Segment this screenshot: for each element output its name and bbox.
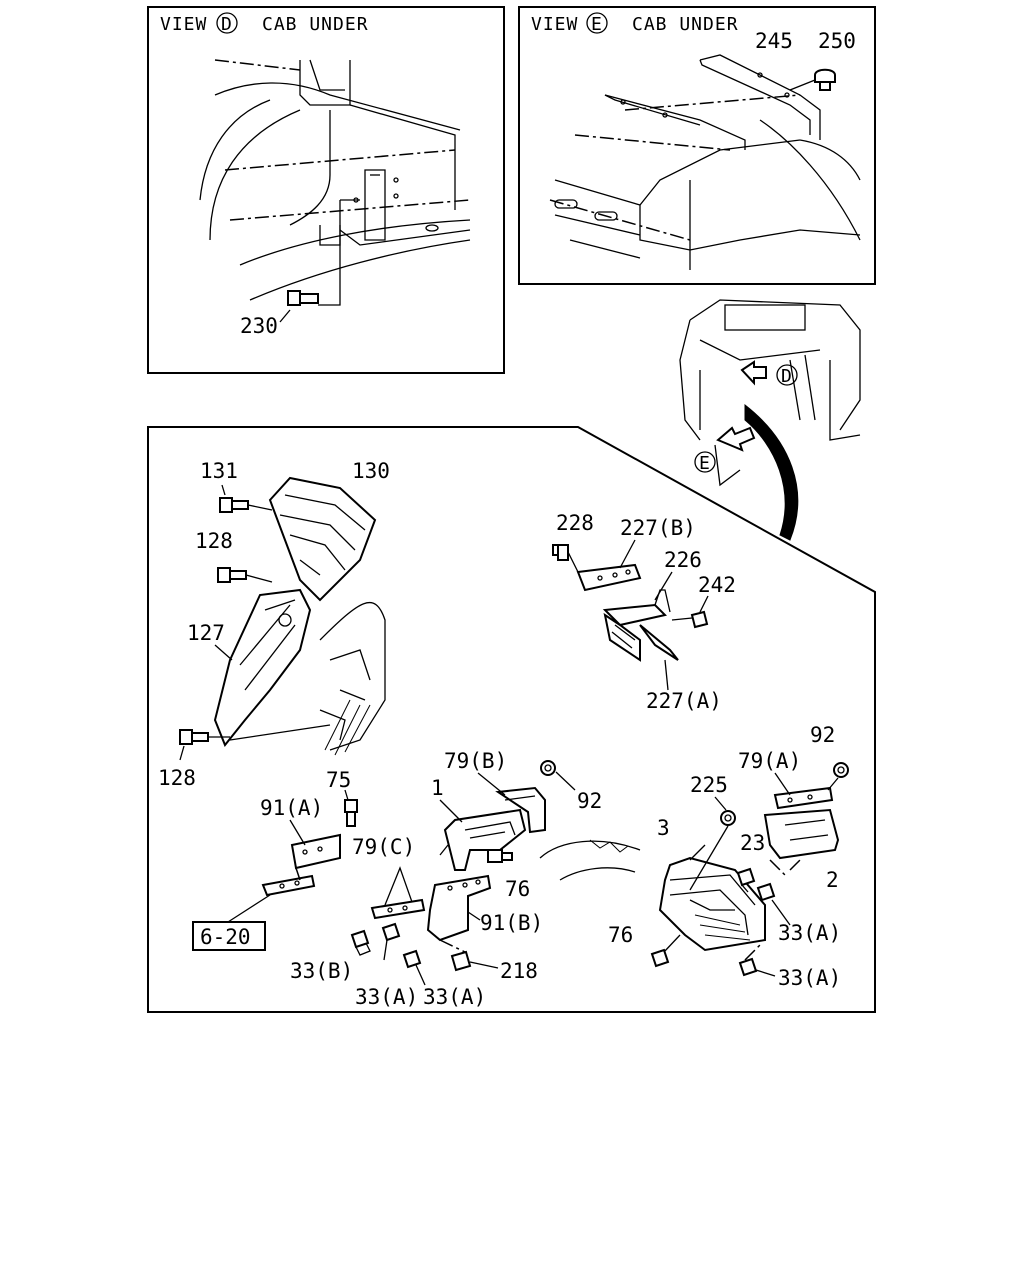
view-e-prefix: VIEW [531, 14, 578, 35]
label-250: 250 [818, 29, 856, 53]
label-242: 242 [698, 573, 736, 597]
label-91a: 91(A) [260, 796, 323, 820]
view-d-letter: D [221, 14, 233, 35]
label-226: 226 [664, 548, 702, 572]
view-d-title: CAB UNDER [262, 14, 369, 35]
view-e-panel: VIEW E CAB UNDER [518, 6, 876, 285]
detail-pointer-arrow [744, 403, 799, 541]
label-130: 130 [352, 459, 390, 483]
view-e-frame [518, 6, 876, 285]
mud-guard-assembly-right [650, 762, 849, 977]
label-128-lower: 128 [158, 766, 196, 790]
label-127: 127 [187, 621, 225, 645]
label-92-right: 92 [810, 723, 835, 747]
bolt-128-upper [217, 567, 273, 583]
label-33a-2: 33(A) [423, 985, 486, 1009]
label-33b: 33(B) [290, 959, 353, 983]
label-225: 225 [690, 773, 728, 797]
label-245: 245 [755, 29, 793, 53]
label-227a: 227(A) [646, 689, 722, 713]
view-d-marker-circle [216, 12, 238, 34]
view-d-panel: VIEW D CAB UNDER [147, 6, 505, 374]
fender-liner-assembly [213, 476, 386, 756]
label-230: 230 [240, 314, 278, 338]
label-91b: 91(B) [480, 911, 543, 935]
label-33a-1: 33(A) [355, 985, 418, 1009]
label-75: 75 [326, 768, 351, 792]
mud-guard-bracket-left [261, 760, 576, 986]
reference-box: 6-20 [200, 925, 251, 949]
wheel-sketch [539, 839, 641, 881]
label-92-left: 92 [577, 789, 602, 813]
cab-marker-d: D [781, 366, 793, 387]
bracket-226-group [552, 544, 709, 691]
label-23: 23 [740, 831, 765, 855]
cab-marker-e: E [699, 453, 711, 474]
label-33a-4: 33(A) [778, 966, 841, 990]
label-3: 3 [657, 816, 670, 840]
main-detail-panel: 131 130 128 127 128 228 227(B) 226 [147, 426, 876, 1013]
view-e-cab-drawing [549, 54, 861, 270]
label-218: 218 [500, 959, 538, 983]
view-e-title: CAB UNDER [632, 14, 739, 35]
label-227b: 227(B) [620, 516, 696, 540]
label-131: 131 [200, 459, 238, 483]
view-e-marker-circle [586, 12, 608, 34]
label-1: 1 [431, 776, 444, 800]
label-79c: 79(C) [352, 835, 415, 859]
cab-overview: D E [679, 299, 861, 541]
main-detail-frame [147, 426, 876, 1013]
label-128-upper: 128 [195, 529, 233, 553]
cab-marker-d-circle [776, 364, 798, 386]
label-2: 2 [826, 868, 839, 892]
view-e-letter: E [591, 14, 603, 35]
view-d-frame [147, 6, 505, 374]
label-76-right: 76 [608, 923, 633, 947]
bolt-128-lower [179, 729, 230, 761]
view-d-prefix: VIEW [160, 14, 207, 35]
label-79a: 79(A) [738, 749, 801, 773]
label-76-left: 76 [505, 877, 530, 901]
label-228: 228 [556, 511, 594, 535]
label-33a-3: 33(A) [778, 921, 841, 945]
label-79b: 79(B) [444, 749, 507, 773]
view-d-cab-drawing [199, 59, 471, 323]
cab-marker-e-circle [694, 451, 716, 473]
bolt-131 [219, 484, 273, 513]
